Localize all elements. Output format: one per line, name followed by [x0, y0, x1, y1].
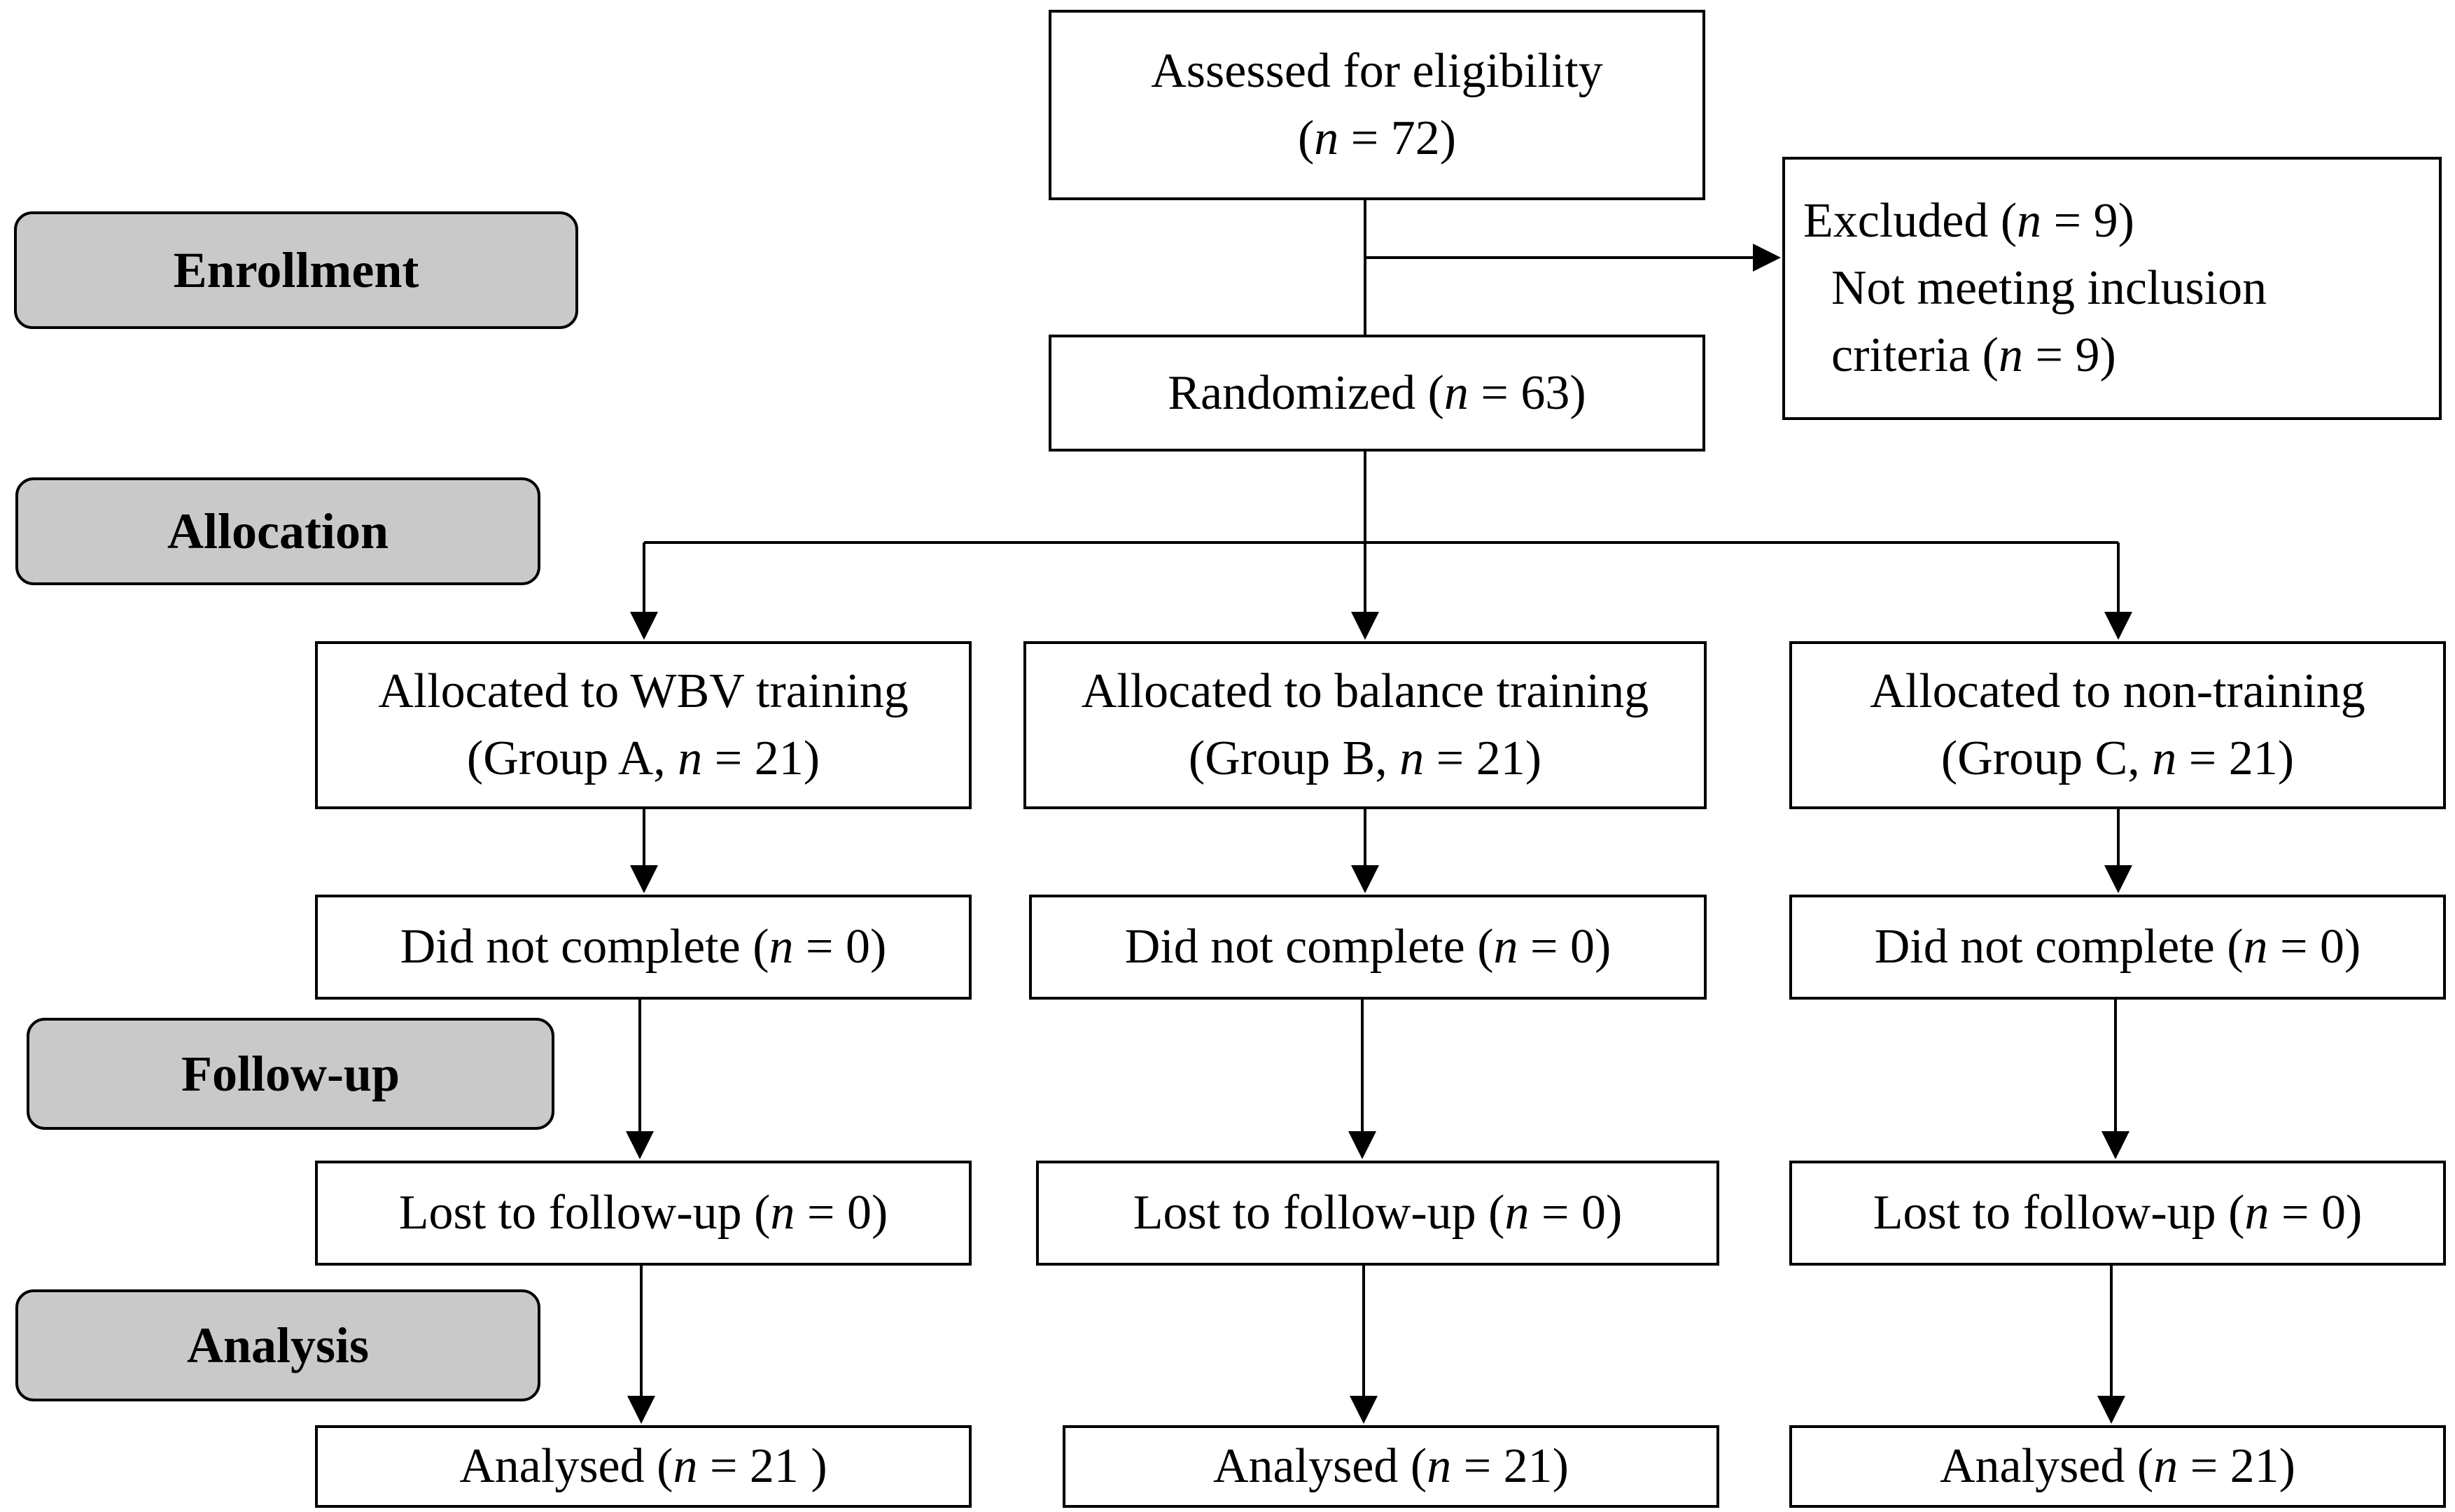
stage-enrollment: Enrollment: [14, 211, 578, 329]
did-not-complete-box-group-c: Did not complete (n = 0): [1789, 895, 2446, 1000]
stage-analysis: Analysis: [15, 1289, 540, 1401]
assessed-box: Assessed for eligibility (n = 72): [1049, 10, 1705, 200]
allocation-box-group-a: Allocated to WBV training (Group A, n = …: [315, 641, 972, 809]
assessed-count: (n = 72): [1297, 111, 1457, 165]
randomized-box: Randomized (n = 63): [1049, 335, 1705, 451]
allocation-box-group-b: Allocated to balance training (Group B, …: [1023, 641, 1707, 809]
excluded-box: Excluded (n = 9) Not meeting inclusion c…: [1782, 157, 2442, 420]
stage-allocation: Allocation: [15, 477, 540, 585]
analysed-box-group-a: Analysed (n = 21 ): [315, 1425, 972, 1508]
stage-follow-up: Follow-up: [27, 1018, 554, 1130]
did-not-complete-box-group-a: Did not complete (n = 0): [315, 895, 972, 1000]
assessed-label: Assessed for eligibility: [1151, 44, 1603, 98]
lost-box-group-b: Lost to follow-up (n = 0): [1036, 1161, 1719, 1266]
excluded-reason: Not meeting inclusion: [1831, 261, 2267, 315]
excluded-count: Excluded (n = 9): [1803, 194, 2134, 248]
excluded-reason-count: criteria (n = 9): [1831, 328, 2116, 382]
lost-box-group-a: Lost to follow-up (n = 0): [315, 1161, 972, 1266]
did-not-complete-box-group-b: Did not complete (n = 0): [1029, 895, 1707, 1000]
analysed-box-group-b: Analysed (n = 21): [1063, 1425, 1719, 1508]
analysed-box-group-c: Analysed (n = 21): [1789, 1425, 2446, 1508]
allocation-box-group-c: Allocated to non-training (Group C, n = …: [1789, 641, 2446, 809]
lost-box-group-c: Lost to follow-up (n = 0): [1789, 1161, 2446, 1266]
